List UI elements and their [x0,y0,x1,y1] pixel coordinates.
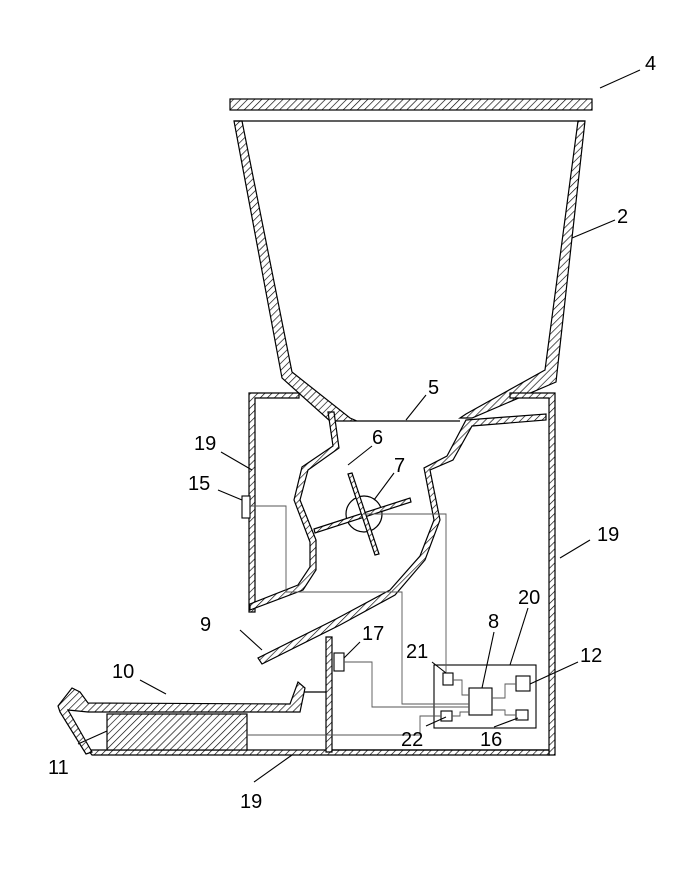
label-21: 21 [406,641,428,663]
label-22: 22 [401,729,423,751]
module-22 [441,711,452,721]
sensor-17 [334,653,344,671]
label-19-upper: 19 [194,433,216,455]
heater [107,714,247,750]
module-12 [516,676,530,691]
grinding-chamber [250,412,546,664]
lid [230,99,592,110]
label-5: 5 [428,377,439,399]
leader-lines [78,70,640,782]
label-4: 4 [645,53,656,75]
label-20: 20 [518,587,540,609]
label-8: 8 [488,611,499,633]
sensor-15 [242,496,250,518]
label-19-right: 19 [597,524,619,546]
label-11: 11 [48,757,69,779]
label-17: 17 [362,623,384,645]
label-16: 16 [480,729,502,751]
label-19-bottom: 19 [240,791,262,813]
label-2: 2 [617,206,628,228]
label-15: 15 [188,473,210,495]
label-10: 10 [112,661,134,683]
label-9: 9 [200,614,211,636]
mcu-8 [469,688,492,715]
module-21 [443,673,453,685]
reference-labels: 4 2 5 6 7 19 15 19 20 8 9 17 21 12 10 22… [48,53,656,813]
hopper [234,121,585,421]
label-6: 6 [372,427,383,449]
label-12: 12 [580,645,602,667]
label-7: 7 [394,455,405,477]
